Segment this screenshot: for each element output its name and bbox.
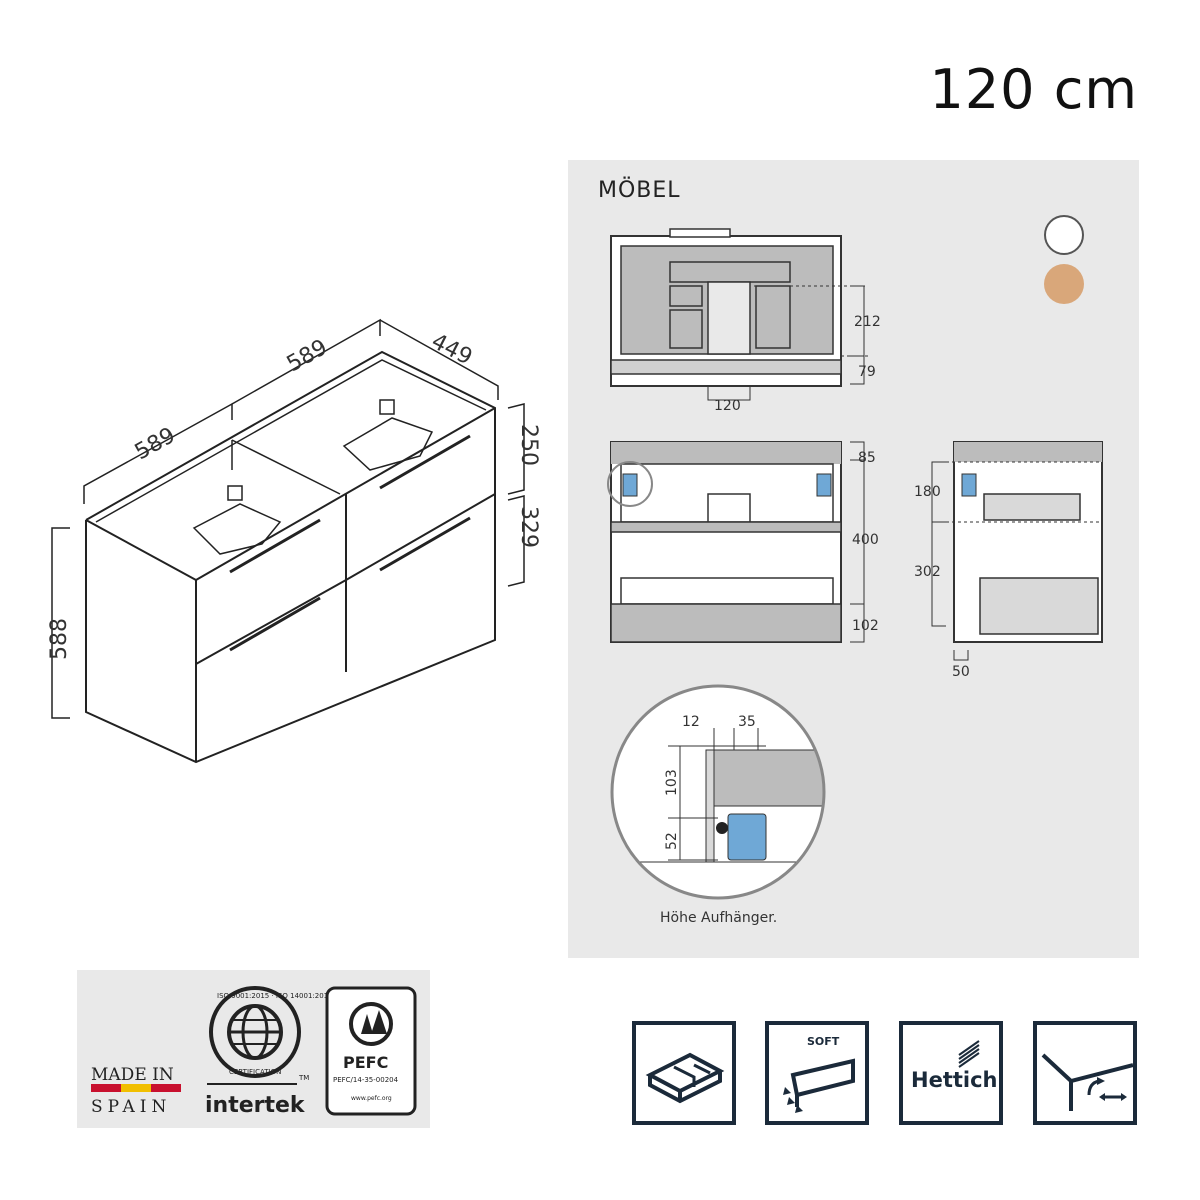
pefc-code: PEFC/14-35-00204 <box>333 1076 399 1084</box>
front-dim-2: 400 <box>852 532 879 548</box>
dim-depth: 449 <box>427 329 476 370</box>
side-dim-3: 50 <box>952 664 970 680</box>
pefc-url: www.pefc.org <box>351 1095 392 1102</box>
front-dim-3: 102 <box>852 618 879 634</box>
hettich-icon: Hettich <box>899 1021 1003 1125</box>
finish-oak-swatch[interactable] <box>1044 264 1084 304</box>
detail-dim-103: 103 <box>664 769 680 796</box>
dim-drawer-top: 250 <box>516 424 541 466</box>
intertek-tm: TM <box>298 1074 309 1082</box>
size-title: 120 cm <box>929 58 1138 121</box>
certifications-box: MADE IN SPAIN ISO 9001:2015 · ISO 14001:… <box>77 970 430 1128</box>
dim-height: 588 <box>47 618 72 660</box>
certification-logos: MADE IN SPAIN ISO 9001:2015 · ISO 14001:… <box>91 986 417 1118</box>
panel-title: MÖBEL <box>598 178 681 203</box>
top-dim-2: 79 <box>858 364 876 380</box>
technical-panel: MÖBEL 212 79 120 <box>568 160 1139 958</box>
technical-views: 212 79 120 85 400 102 <box>607 215 1103 926</box>
soft-label: SOFT <box>807 1035 840 1048</box>
spain-text: SPAIN <box>91 1097 171 1117</box>
soft-close-icon: SOFT <box>765 1021 869 1125</box>
intertek-brand: intertek <box>205 1093 306 1118</box>
hanger-detail <box>610 684 826 900</box>
dim-drawer-bottom: 329 <box>516 506 541 548</box>
made-in-text: MADE IN <box>91 1065 174 1085</box>
intertek-cert-text: CERTIFICATION <box>229 1068 281 1076</box>
side-dim-1: 180 <box>914 484 941 500</box>
pefc-logo <box>325 986 417 1116</box>
side-view <box>931 441 1103 661</box>
intertek-logo <box>207 986 301 1085</box>
detail-caption: Höhe Aufhänger. <box>660 910 777 926</box>
detail-dim-12: 12 <box>682 714 700 730</box>
side-dim-2: 302 <box>914 564 941 580</box>
front-view <box>607 441 865 643</box>
hettich-label: Hettich <box>911 1068 998 1092</box>
front-dim-1: 85 <box>858 450 876 466</box>
intertek-ring-text: ISO 9001:2015 · ISO 14001:2015 <box>217 992 333 1000</box>
top-view <box>610 228 868 401</box>
finish-white-swatch[interactable] <box>1044 215 1084 255</box>
isometric-cabinet-drawing: 589 589 449 588 250 329 <box>47 318 541 764</box>
top-dim-1: 212 <box>854 314 881 330</box>
push-open-drawer-icon <box>1033 1021 1137 1125</box>
detail-dim-52: 52 <box>664 832 680 850</box>
top-dim-3: 120 <box>714 398 741 414</box>
drawer-organizer-icon <box>632 1021 736 1125</box>
pefc-brand: PEFC <box>343 1053 388 1072</box>
dim-width-left: 589 <box>131 423 180 465</box>
detail-dim-35: 35 <box>738 714 756 730</box>
